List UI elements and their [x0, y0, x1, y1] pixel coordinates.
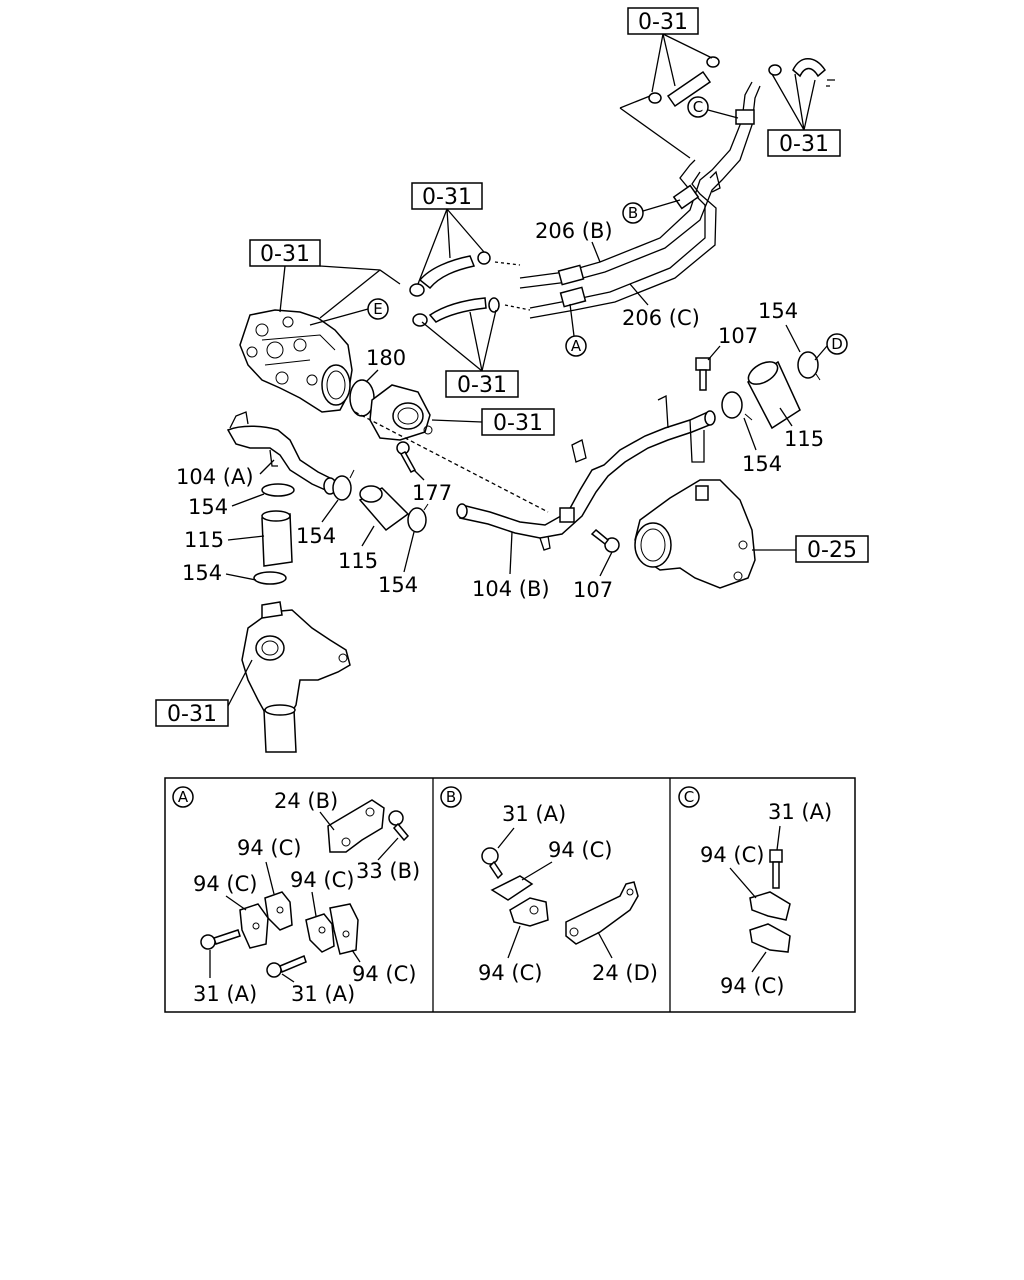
- svg-text:0-31: 0-31: [260, 242, 310, 267]
- ref-box-mid: 0-31: [411, 182, 483, 210]
- ref-box-mid-lower: 0-31: [445, 370, 519, 398]
- label-b-31a: 31 (A): [502, 802, 566, 826]
- label-a-94c-4: 94 (C): [352, 962, 416, 986]
- label-115-mid: 115: [338, 549, 378, 573]
- bolt-177: [396, 441, 417, 473]
- label-c-94c-top: 94 (C): [700, 843, 764, 867]
- ref-box-outlet: 0-25: [795, 535, 869, 563]
- callout-c: [687, 96, 709, 118]
- label-154-top-right: 154: [758, 299, 798, 323]
- bolt-107-lower: [590, 528, 620, 553]
- detail-a: A 24 (B) 33 (B) 94 (C) 94 (C) 94 (C) 94 …: [172, 786, 420, 1006]
- callout-a: [565, 335, 587, 357]
- label-b-94c-bottom: 94 (C): [478, 961, 542, 985]
- ref-box-housing: 0-31: [249, 239, 321, 267]
- label-a-94c-3: 94 (C): [290, 868, 354, 892]
- label-180: 180: [366, 346, 406, 370]
- label-115-left: 115: [184, 528, 224, 552]
- svg-text:0-31: 0-31: [457, 373, 507, 398]
- svg-text:0-31: 0-31: [422, 185, 472, 210]
- part-labels: 206 (B) 206 (C) 180 107 154 115 154 104 …: [176, 219, 824, 602]
- label-a-94c-2: 94 (C): [193, 872, 257, 896]
- label-206c: 206 (C): [622, 306, 700, 330]
- svg-text:C: C: [684, 788, 694, 806]
- svg-text:A: A: [178, 788, 189, 806]
- label-a-94c-1: 94 (C): [237, 836, 301, 860]
- svg-text:0-25: 0-25: [807, 538, 857, 563]
- water-outlet-0-25: [634, 479, 756, 589]
- mid-hoses: [409, 251, 500, 327]
- svg-text:0-31: 0-31: [167, 702, 217, 727]
- detail-panels: [164, 777, 856, 1013]
- svg-text:C: C: [693, 98, 703, 116]
- label-107-upper: 107: [718, 324, 758, 348]
- label-104b: 104 (B): [472, 577, 550, 601]
- ref-box-top: 0-31: [627, 7, 699, 35]
- ref-box-cover: 0-31: [481, 408, 555, 436]
- callout-d: [826, 333, 848, 355]
- detail-c: C 31 (A) 94 (C) 94 (C): [678, 786, 832, 998]
- svg-text:0-31: 0-31: [638, 10, 688, 35]
- bracket-24d: [565, 881, 639, 945]
- detail-b: B 31 (A) 94 (C) 94 (C) 24 (D): [440, 786, 658, 985]
- top-hoses: [619, 56, 835, 159]
- mid-hose-set: [332, 469, 429, 533]
- svg-text:0-31: 0-31: [493, 411, 543, 436]
- label-a-33b: 33 (B): [356, 859, 420, 883]
- label-107-lower: 107: [573, 578, 613, 602]
- thermostat-cover: [369, 384, 433, 441]
- left-hose-set: [253, 483, 295, 585]
- label-154-right: 154: [742, 452, 782, 476]
- label-a-31a-1: 31 (A): [193, 982, 257, 1006]
- label-c-31a: 31 (A): [768, 800, 832, 824]
- svg-text:B: B: [446, 788, 456, 806]
- lower-water-pipe: [241, 601, 351, 753]
- label-a-24b: 24 (B): [274, 789, 338, 813]
- svg-text:0-31: 0-31: [779, 132, 829, 157]
- label-a-31a-2: 31 (A): [291, 982, 355, 1006]
- svg-text:A: A: [571, 337, 582, 355]
- bracket-24b: [327, 799, 385, 853]
- callout-b: [622, 202, 644, 224]
- thermostat-housing: [239, 309, 353, 413]
- right-hose-set: [721, 351, 821, 430]
- label-154-left-top: 154: [188, 495, 228, 519]
- pipe-104b: [354, 394, 716, 551]
- label-154-mid-right: 154: [378, 573, 418, 597]
- ref-leaders: [227, 33, 816, 707]
- label-115-right: 115: [784, 427, 824, 451]
- ref-box-top-right: 0-31: [767, 129, 841, 157]
- label-154-left-bottom: 154: [182, 561, 222, 585]
- svg-text:D: D: [831, 335, 843, 353]
- label-b-24d: 24 (D): [592, 961, 658, 985]
- svg-text:B: B: [628, 204, 638, 222]
- svg-text:E: E: [373, 300, 382, 318]
- label-104a: 104 (A): [176, 465, 254, 489]
- ref-box-lower: 0-31: [155, 699, 229, 727]
- callouts-main: C B E A D: [309, 96, 848, 361]
- label-154-mid-left: 154: [296, 524, 336, 548]
- label-b-94c-top: 94 (C): [548, 838, 612, 862]
- label-206b: 206 (B): [535, 219, 613, 243]
- pipe-206-assembly: [494, 81, 761, 319]
- bolt-107-upper: [695, 357, 711, 391]
- label-c-94c-bottom: 94 (C): [720, 974, 784, 998]
- label-177: 177: [412, 481, 452, 505]
